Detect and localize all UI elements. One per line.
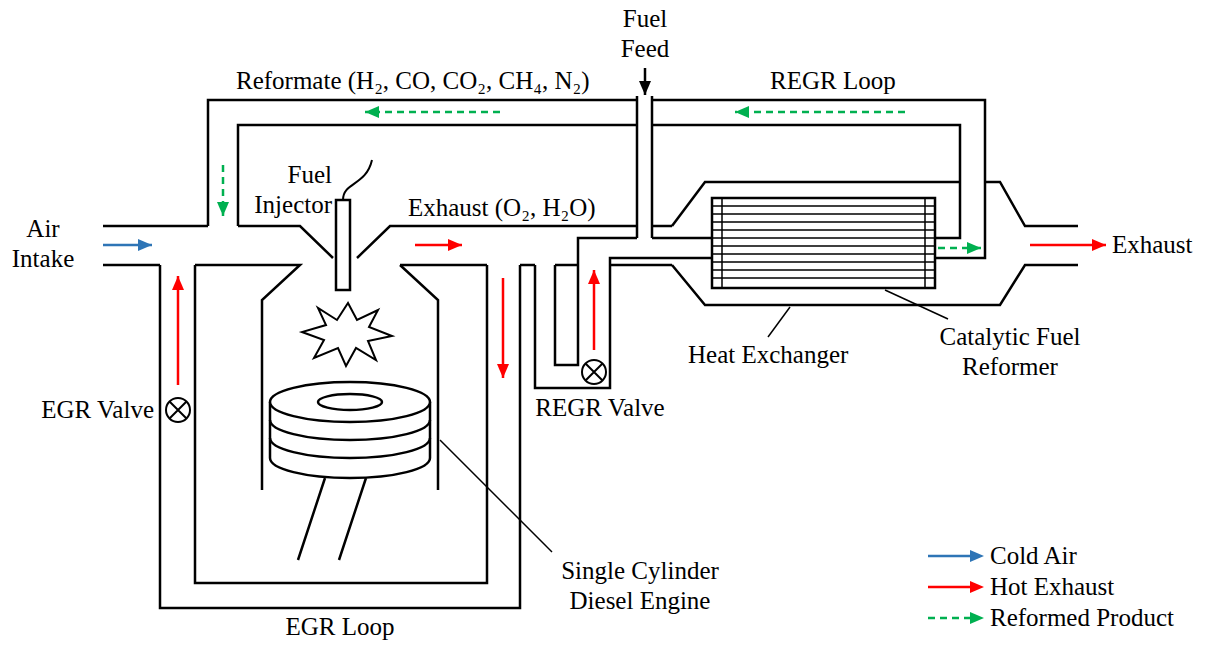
legend-arrow-line [928,617,972,620]
connecting-rod [298,478,366,560]
reformer-core [712,198,935,288]
hot-exhaust-arrow [415,244,462,247]
piston-bowl [318,394,382,410]
reformer-channels [712,198,935,288]
legend-arrow [926,572,986,602]
reformate-arrow [735,111,905,114]
pipe-walls [103,96,1078,608]
leader-line [440,440,552,552]
fuel-injector [336,200,350,290]
legend-item: Hot Exhaust [926,572,1114,602]
legend-item: Reformed Product [926,603,1174,633]
hot-exhaust-arrow [502,278,505,378]
fuel-feed-tube [637,96,652,238]
legend-arrow-line [928,586,972,589]
hot-exhaust-arrow [593,270,596,350]
leader-line [885,290,948,319]
regr-valve-symbol [586,364,603,381]
egr-loop-pipe [160,265,520,608]
piston-rings [270,420,430,458]
leader-lines [440,290,948,552]
legend-arrowhead [970,612,984,624]
part-label: Single Cylinder Diesel Engine [554,556,726,616]
reformate-label: Reformate (H₂, CO, CO₂, CH₄, N₂) [236,66,590,96]
legend-arrow [926,541,986,571]
flow-arrows [103,68,1106,385]
part-label: Heat Exchanger [688,340,848,370]
legend-text: Reformed Product [990,603,1174,633]
legend-arrow [926,603,986,633]
regr-branch-pipe [535,238,712,388]
part-label: Catalytic Fuel Reformer [934,322,1086,382]
loop-label: REGR Loop [770,66,896,96]
fuel-feed-label: Fuel Feed [614,4,676,64]
reformate-arrow [938,247,981,250]
reformate-arrow [365,111,500,114]
leader-line [768,307,790,337]
combustion-star [302,303,392,366]
exhaust-label: Exhaust [1112,230,1193,260]
valve-label: REGR Valve [535,393,664,423]
exhaust-label: Exhaust (O₂, H₂O) [408,193,596,223]
legend-text: Hot Exhaust [990,572,1114,602]
regr-loop-pipe [208,100,985,258]
regr-valve-symbol [582,360,606,384]
legend-arrowhead [970,581,984,593]
legend-item: Cold Air [926,541,1077,571]
fuel-feed-arrow [644,68,647,95]
reformate-arrow [222,165,225,216]
intake-pipe [103,226,333,265]
loop-label: EGR Loop [285,612,394,642]
egr-valve-symbol [166,398,190,422]
cylinder-wall [195,265,438,490]
hot-exhaust-arrow [177,276,180,385]
legend-arrow-line [928,555,972,558]
injector-label: Fuel Injector [248,160,332,220]
valve-label: EGR Valve [41,395,154,425]
intake-label: Air Intake [8,214,78,274]
legend-arrowhead [970,550,984,562]
injector-wire [343,160,372,200]
engine-parts [270,160,430,560]
cold-air-arrow [103,244,152,247]
egr-valve-symbol [170,402,187,419]
piston-top [270,382,430,422]
hot-exhaust-arrow [1030,244,1106,247]
legend-text: Cold Air [990,541,1077,571]
heat-exchanger-shell [672,182,1078,305]
